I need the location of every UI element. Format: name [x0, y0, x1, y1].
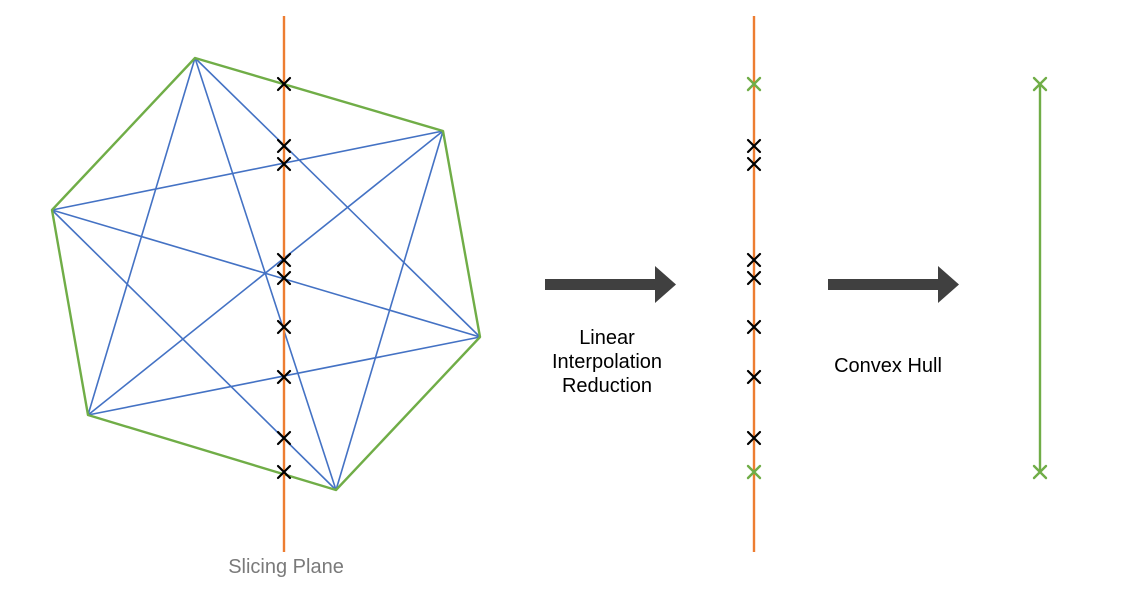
- x-mark-icon: [746, 252, 762, 268]
- x-mark-icon: [276, 138, 292, 154]
- x-mark-icon: [276, 156, 292, 172]
- x-mark-icon: [746, 138, 762, 154]
- x-mark-icon: [1032, 76, 1048, 92]
- x-mark-icon: [276, 369, 292, 385]
- x-mark-icon: [276, 430, 292, 446]
- diagonal-edge: [194, 57, 481, 338]
- polygon-interior-edges: [51, 57, 481, 491]
- x-mark-icon: [276, 76, 292, 92]
- convex-hull-step-label: Convex Hull: [834, 355, 942, 377]
- slicing-plane-label: Slicing Plane: [228, 556, 344, 578]
- x-mark-icon: [276, 464, 292, 480]
- interpolation-step-line-1: Linear: [579, 327, 635, 349]
- x-mark-icon: [1032, 464, 1048, 480]
- x-mark-icon: [746, 464, 762, 480]
- interpolation-step-label: Linear Interpolation Reduction: [527, 326, 687, 398]
- x-mark-icon: [746, 76, 762, 92]
- intersection-markers: [276, 76, 292, 480]
- interpolation-step-line-2: Interpolation: [551, 351, 663, 373]
- hull-endpoint-markers: [1032, 76, 1048, 480]
- x-mark-icon: [746, 319, 762, 335]
- x-mark-icon: [746, 156, 762, 172]
- x-mark-icon: [276, 252, 292, 268]
- arrow-right-icon: [545, 266, 676, 303]
- diagonal-edge: [51, 209, 481, 338]
- x-mark-icon: [276, 270, 292, 286]
- reduced-extreme-markers: [746, 76, 762, 480]
- x-mark-icon: [746, 430, 762, 446]
- x-mark-icon: [746, 369, 762, 385]
- convex-hull-outline: [50, 56, 482, 492]
- diagonal-edge: [51, 130, 444, 211]
- x-mark-icon: [746, 270, 762, 286]
- interpolation-step-line-3: Reduction: [561, 375, 653, 397]
- arrow-right-icon: [828, 266, 959, 303]
- x-mark-icon: [276, 319, 292, 335]
- reduced-interior-markers: [746, 138, 762, 446]
